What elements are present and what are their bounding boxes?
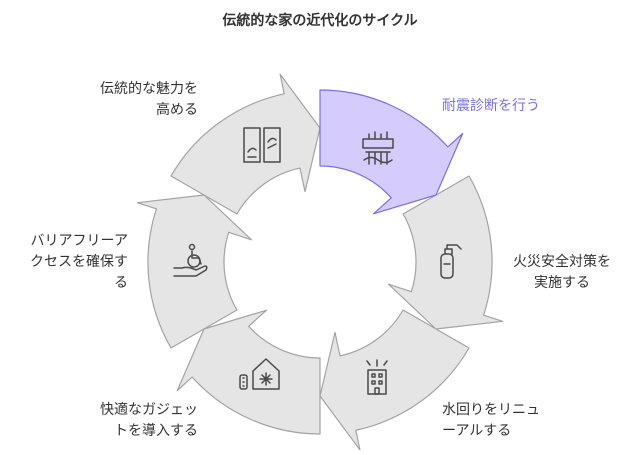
building-icon [366, 359, 388, 395]
step-label-seismic: 耐震診断を行う [442, 98, 540, 114]
cycle-segment-traditional [170, 73, 321, 215]
cycle-segment-gadgets [176, 309, 321, 435]
diagram-title: 伝統的な家の近代化のサイクル [222, 13, 418, 29]
seismic-icon [362, 131, 394, 165]
cycle-segment-water [319, 309, 470, 451]
step-label-fire: 火災安全対策を 実施する [513, 254, 611, 291]
step-label-water: 水回りをリニュ ーアルする [442, 402, 540, 439]
shoji-door-icon [243, 127, 281, 163]
step-label-traditional: 伝統的な魅力を 高める [100, 81, 198, 118]
step-label-accessibility: バリアフリーア クセスを確保す る [30, 233, 128, 291]
cycle-segment-seismic [319, 89, 464, 215]
cycle-segment-accessibility [136, 194, 253, 349]
smart-home-icon [239, 358, 280, 390]
fire-extinguisher-icon [440, 244, 462, 279]
step-label-gadgets: 快適なガジェッ トを導入する [100, 402, 198, 439]
wheelchair-icon [173, 243, 208, 277]
